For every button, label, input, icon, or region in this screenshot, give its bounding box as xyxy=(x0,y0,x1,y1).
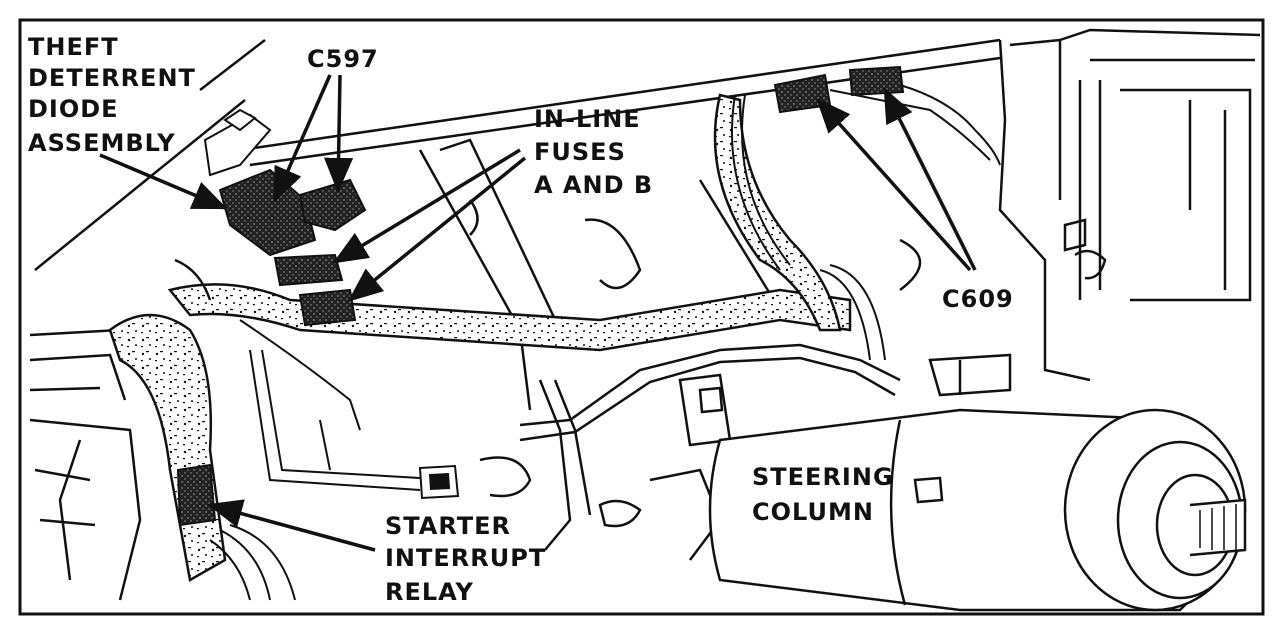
label-line: FUSES xyxy=(534,138,626,166)
arrow-fuse-a xyxy=(332,148,521,264)
arrow-c597-b xyxy=(323,74,354,193)
label-line: DIODE xyxy=(28,95,119,123)
arrow-starter-relay xyxy=(207,499,376,552)
harness-wires xyxy=(209,84,1001,601)
label-line: COLUMN xyxy=(752,498,874,526)
theft-deterrent-diode xyxy=(203,108,272,177)
leader-arrows xyxy=(99,74,977,552)
small-connector xyxy=(418,464,460,500)
label-line: RELAY xyxy=(385,578,474,606)
arrow-theft-deterrent xyxy=(99,153,228,210)
label-line: IN-LINE xyxy=(534,105,641,133)
label-line: STEERING xyxy=(752,463,894,491)
left-structure xyxy=(29,328,142,601)
label-c609: C609 xyxy=(942,285,1014,313)
label-line: STARTER xyxy=(385,512,511,540)
label-line: INTERRUPT xyxy=(385,544,546,572)
label-starter-relay: STARTER INTERRUPT RELAY xyxy=(385,512,546,606)
arrow-fuse-b xyxy=(347,156,527,302)
c609-connector-b xyxy=(848,65,905,97)
inline-fuse-b xyxy=(298,288,357,327)
arrow-c609-b xyxy=(883,87,977,271)
steering-column xyxy=(708,408,1247,612)
arrow-c597-a xyxy=(273,74,332,203)
label-line: THEFT xyxy=(28,33,119,61)
label-inline-fuses: IN-LINE FUSES A AND B xyxy=(534,105,653,199)
label-theft-deterrent: THEFT DETERRENT DIODE ASSEMBLY xyxy=(28,33,196,157)
center-brace xyxy=(479,343,901,561)
inline-fuse-a xyxy=(273,253,344,287)
label-line: A AND B xyxy=(534,171,653,199)
starter-interrupt-relay xyxy=(176,463,217,527)
label-line: ASSEMBLY xyxy=(28,129,176,157)
console-tower xyxy=(928,28,1261,397)
label-c597: C597 xyxy=(307,45,379,73)
arrow-c609-a xyxy=(816,97,972,272)
label-steering-column: STEERING COLUMN xyxy=(752,463,894,526)
label-line: DETERRENT xyxy=(28,64,196,92)
